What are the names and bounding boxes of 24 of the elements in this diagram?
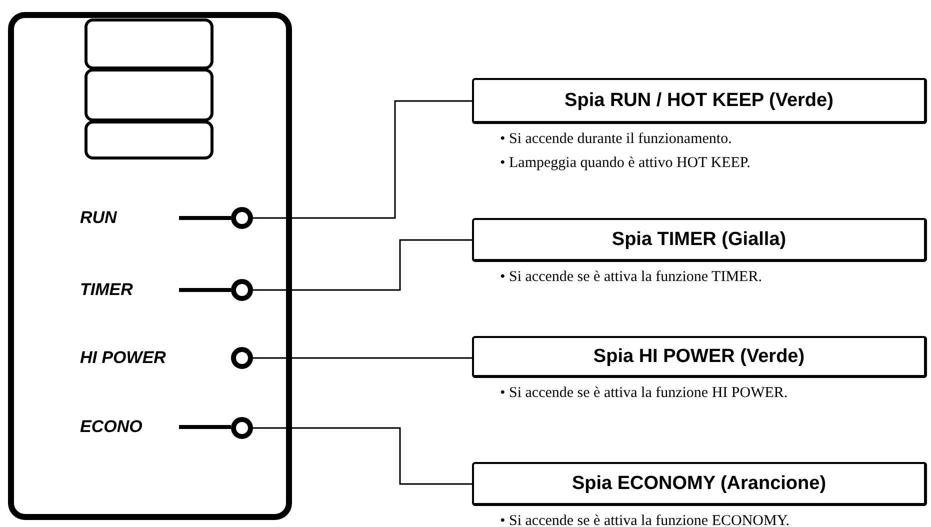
indicator-lamp: [231, 417, 253, 439]
indicator-title-box: Spia ECONOMY (Arancione): [472, 462, 927, 506]
bullet-note: • Si accende se è attiva la funzione HI POWER.: [500, 384, 788, 402]
indicator-title-box: Spia RUN / HOT KEEP (Verde): [472, 78, 927, 124]
lamp-label: TIMER: [80, 280, 133, 300]
indicator-title-box: Spia TIMER (Gialla): [472, 218, 927, 262]
bullet-note: • Si accende se è attiva la funzione TIMER.: [500, 268, 762, 286]
leader-line: [253, 357, 472, 359]
leader-line: [253, 239, 472, 291]
indicator-lamp: [231, 347, 253, 369]
indicator-lamp: [231, 279, 253, 301]
bullet-note: • Lampeggia quando è attivo HOT KEEP.: [500, 154, 750, 172]
lamp-label: RUN: [80, 208, 117, 228]
indicator-lamp: [231, 207, 253, 229]
bullet-note: • Si accende durante il funzionamento.: [500, 130, 732, 148]
indicator-title-box: Spia HI POWER (Verde): [472, 336, 927, 378]
leader-line: [253, 427, 472, 485]
lamp-label: HI POWER: [80, 348, 166, 368]
leader-line: [253, 100, 472, 219]
leader-line: [179, 288, 231, 292]
leader-line: [179, 425, 231, 429]
bullet-note: • Si accende se è attiva la funzione ECONOMY.: [500, 512, 790, 527]
leader-line: [179, 216, 231, 220]
lamp-label: ECONO: [80, 417, 142, 437]
